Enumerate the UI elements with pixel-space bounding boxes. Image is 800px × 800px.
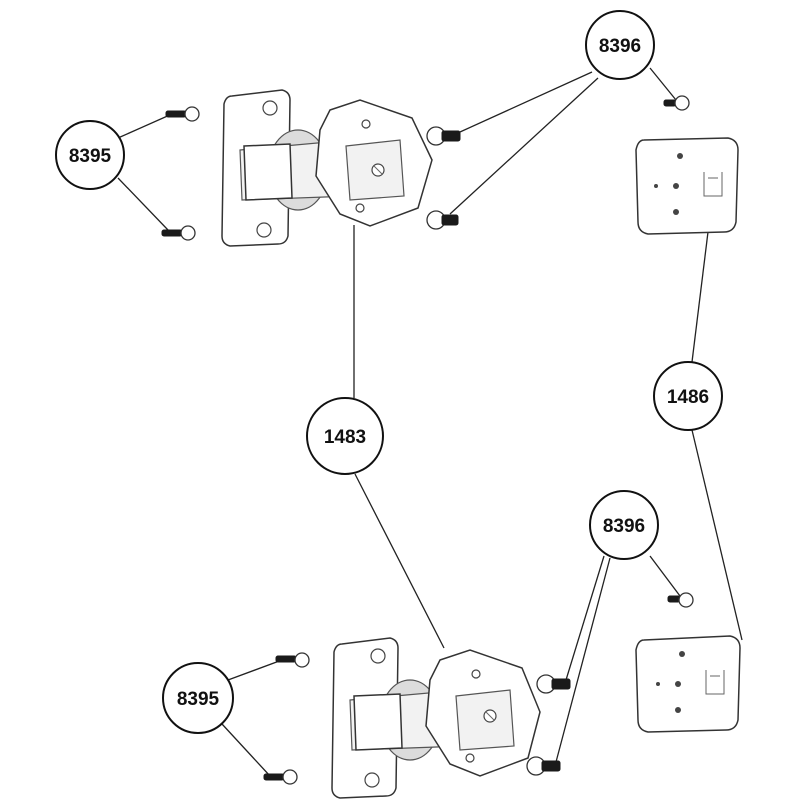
screw — [263, 769, 298, 785]
leader-line — [555, 557, 611, 763]
bracket-hole — [471, 669, 481, 679]
leader-line — [221, 723, 271, 777]
screws — [161, 95, 694, 785]
leader-line — [565, 555, 605, 681]
leader-line — [649, 67, 677, 101]
plate-hole — [262, 100, 278, 116]
mounting-plate — [635, 635, 741, 733]
callout-circle — [653, 361, 723, 431]
callout-label: 8395 — [177, 689, 220, 710]
screw-slot — [373, 165, 383, 175]
screw — [165, 106, 200, 122]
screw — [275, 652, 310, 668]
bracket-hole — [465, 753, 475, 763]
screw — [526, 756, 561, 776]
callout-circle — [585, 10, 655, 80]
plate-slot — [705, 670, 725, 695]
plate-dot — [673, 183, 679, 189]
callout-label: 1486 — [667, 387, 709, 408]
plate-hole — [370, 648, 386, 664]
callout-label: 1483 — [324, 427, 366, 448]
leader-line — [227, 659, 283, 681]
callout-label: 8396 — [599, 36, 641, 57]
plate-dot — [679, 651, 685, 657]
mounting-plate-bottom — [635, 635, 741, 733]
plate-dot — [675, 707, 681, 713]
hinge-arm-knuckle — [243, 143, 293, 201]
leader-lines — [117, 67, 743, 777]
hinge-bottom — [331, 637, 541, 799]
callout-label: 8396 — [603, 516, 645, 537]
leader-line — [449, 77, 599, 215]
callout-8395-top: 8395 — [55, 120, 125, 190]
screw — [426, 210, 459, 230]
bracket-hole — [361, 119, 371, 129]
screw — [536, 674, 571, 694]
callout-label: 8395 — [69, 146, 112, 167]
screw — [667, 592, 694, 608]
leader-line — [117, 113, 173, 139]
leader-line — [459, 71, 593, 133]
callout-1483: 1483 — [306, 397, 384, 475]
callout-8396-top: 8396 — [585, 10, 655, 80]
hinge-arm-knuckle — [353, 693, 403, 751]
callout-1486: 1486 — [653, 361, 723, 431]
plate-dot — [673, 209, 679, 215]
plate-dot — [654, 184, 658, 188]
screw — [161, 225, 196, 241]
leader-line — [117, 177, 169, 231]
hinge-top — [221, 89, 433, 247]
leader-line — [691, 429, 743, 641]
plate-dot — [677, 153, 683, 159]
plate-dot — [675, 681, 681, 687]
bracket-hole — [355, 203, 365, 213]
plate-slot — [703, 172, 723, 197]
screw — [426, 126, 461, 146]
mounting-plate-top — [635, 137, 739, 235]
mounting-plate — [635, 137, 739, 235]
screw — [663, 95, 690, 111]
screw-slot — [485, 711, 495, 721]
callout-circle — [55, 120, 125, 190]
plate-hole — [364, 772, 380, 788]
callout-8396-bottom: 8396 — [589, 490, 659, 560]
leader-line — [691, 231, 709, 363]
plate-hole — [256, 222, 272, 238]
plate-dot — [656, 682, 660, 686]
callout-circle — [589, 490, 659, 560]
leader-line — [649, 555, 681, 597]
callout-8395-bottom: 8395 — [162, 662, 234, 734]
callout-circle — [162, 662, 234, 734]
leader-line — [354, 473, 445, 649]
callout-circle — [306, 397, 384, 475]
